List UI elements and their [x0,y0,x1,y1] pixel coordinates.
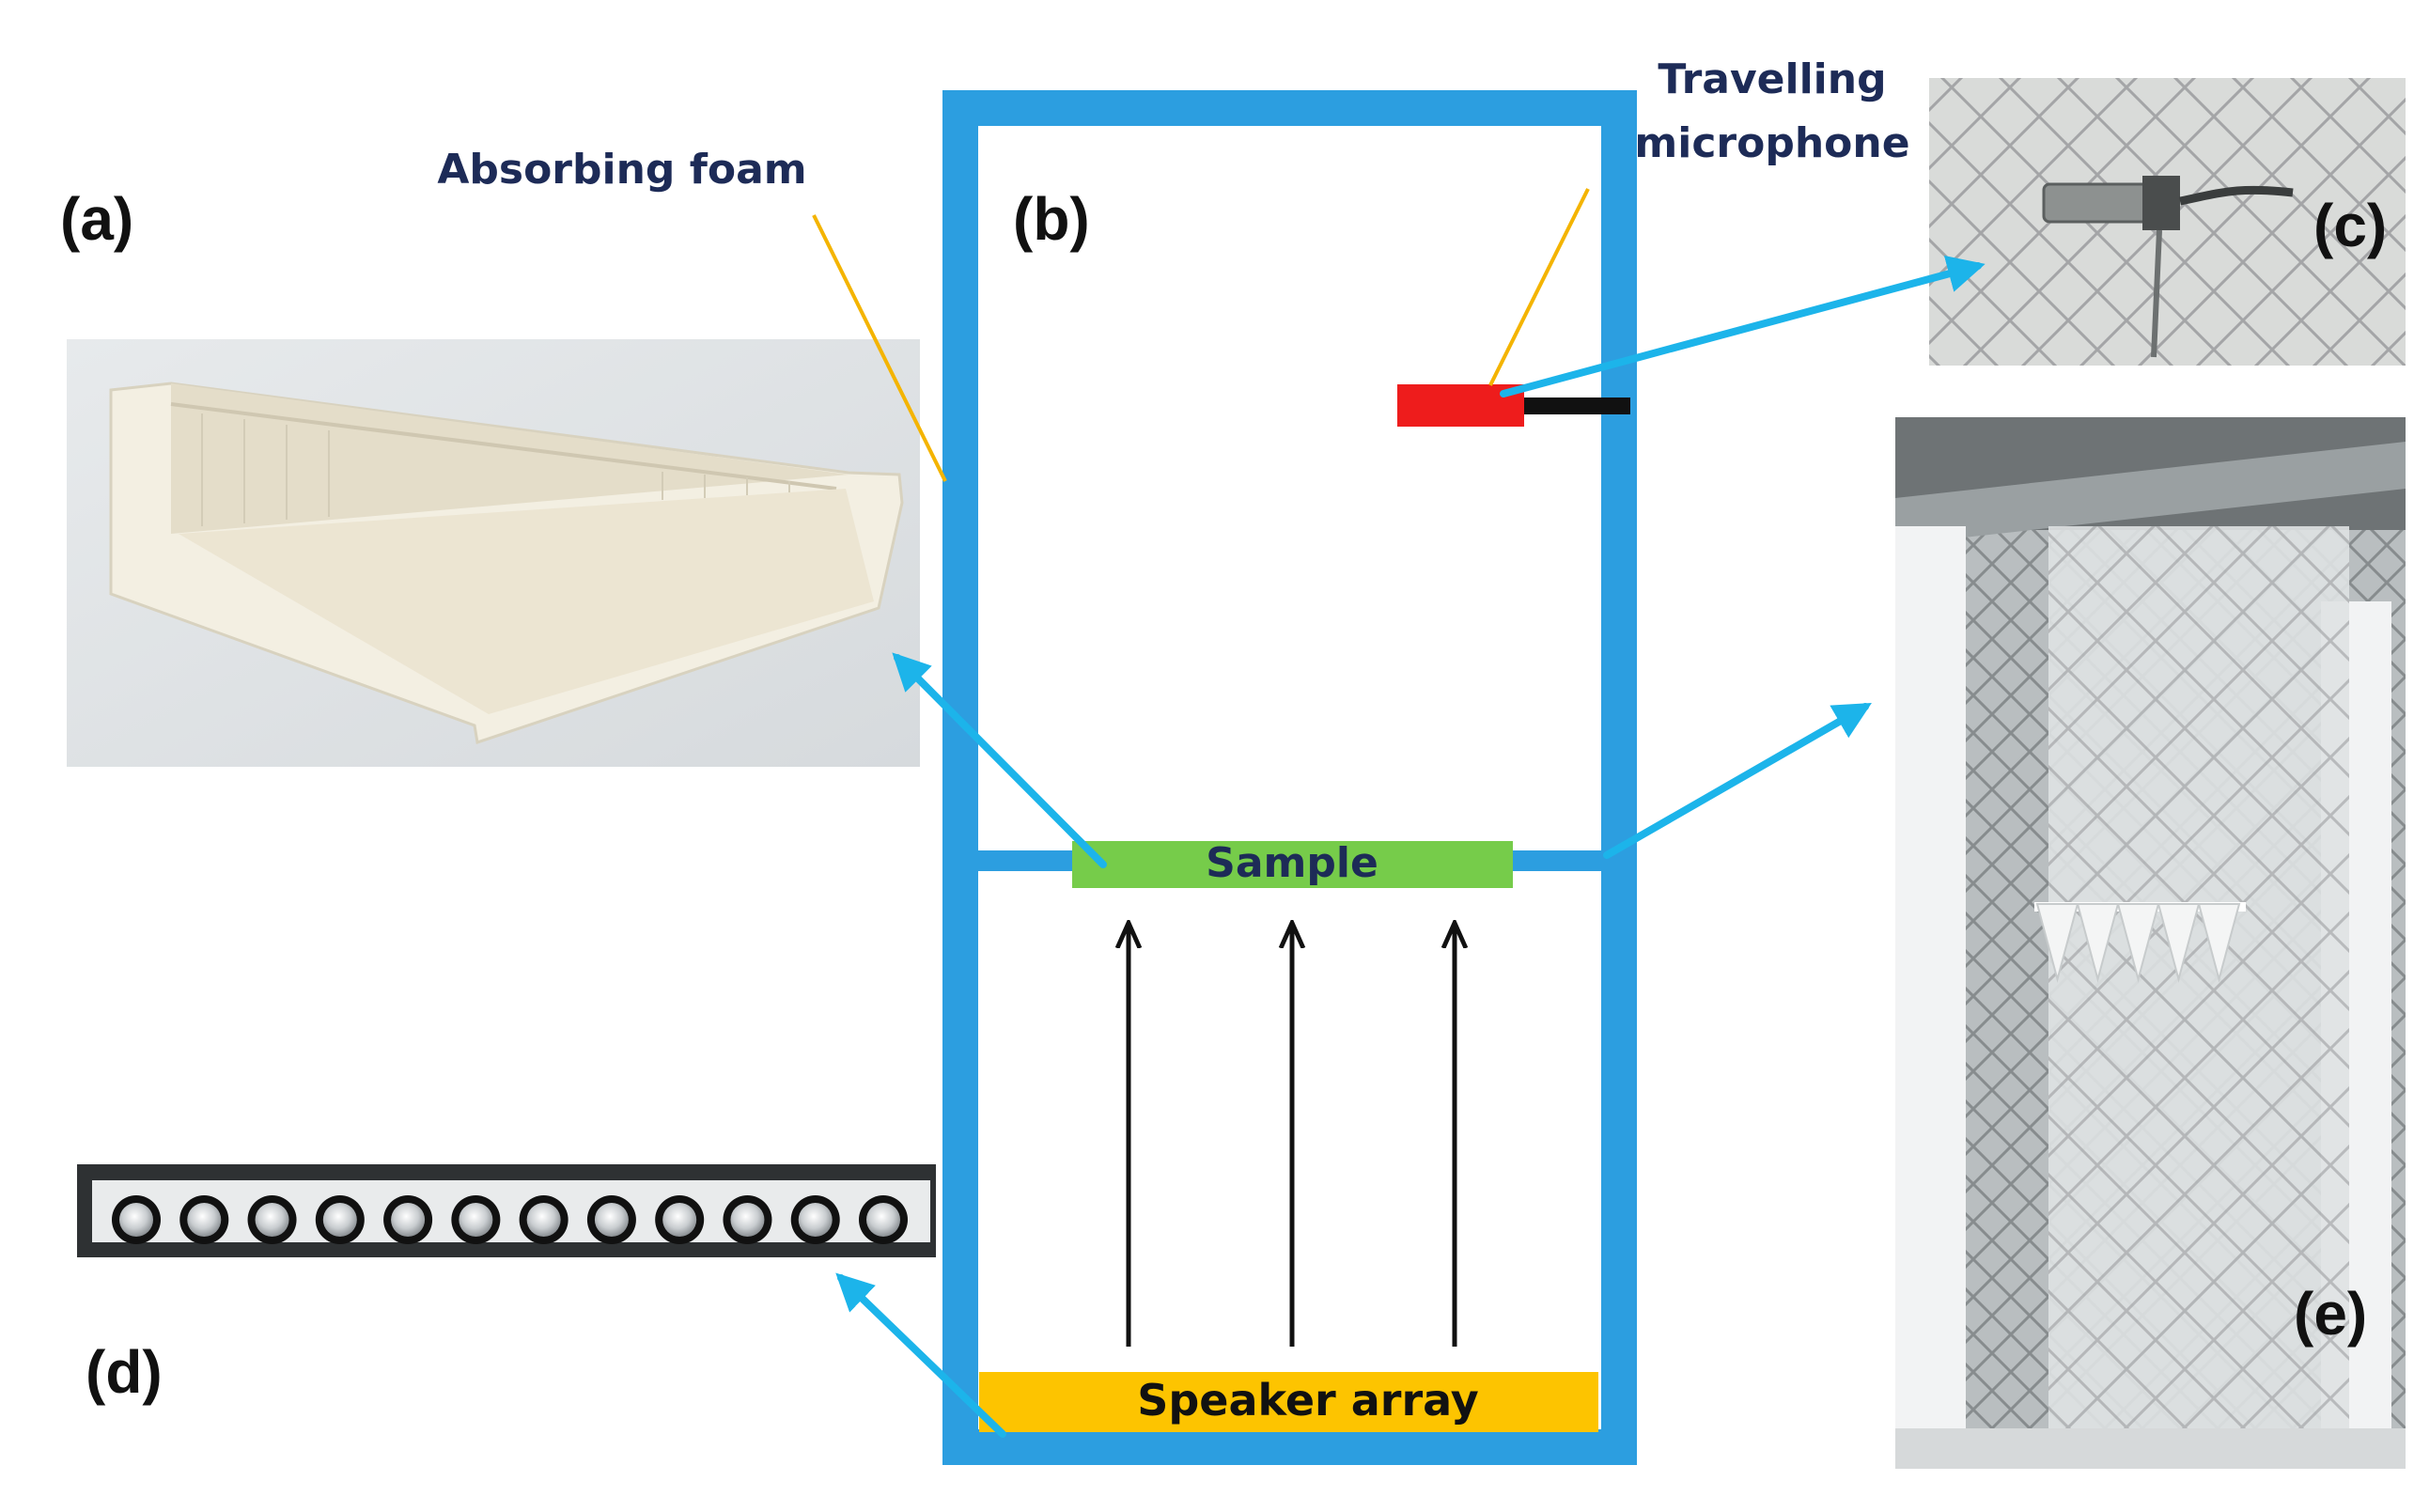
foam-wedge [2035,903,2079,983]
sound-wave-arrows [1129,926,1455,1347]
panel-label-b: (b) [1013,185,1090,253]
arrow-to-panel-d [835,1272,1006,1438]
speaker-elements [112,1195,908,1244]
sample-block [1072,841,1513,888]
foam-wedge [2157,903,2201,983]
panel-label-a: (a) [60,185,133,253]
speaker-cone [662,1203,697,1237]
speaker-cone [866,1203,900,1237]
arrow-to-panel-a [892,652,1107,868]
speaker-cone [798,1203,833,1237]
foam-wedges [2035,903,2241,983]
arrow-to-panel-e [1603,703,1872,859]
absorbing-foam-label: Absorbing foam [437,146,806,194]
photo-c-microphone [1929,78,2406,366]
speaker-cone [119,1203,153,1237]
photo-d-speaker-array [77,1164,936,1257]
speaker-cone [322,1203,357,1237]
travelling-microphone-label-line1: Travelling [1658,55,1886,103]
speaker-array-label: Speaker array [1137,1375,1479,1426]
foam-leader-line [812,214,947,482]
travelling-microphone-label-line2: microphone [1634,119,1909,167]
foam-wedge [2076,903,2120,983]
panel-label-d: (d) [86,1338,163,1406]
arrow-to-panel-c [1500,256,1986,397]
speaker-cone [459,1203,493,1237]
microphone-leader-line [1488,188,1590,386]
speaker-array-block [979,1372,1598,1432]
speaker-cone [730,1203,765,1237]
speaker-cone [255,1203,289,1237]
foam-wedge [2197,903,2241,983]
speaker-cone [526,1203,561,1237]
microphone-rod [1524,397,1630,414]
tube-schematic: Sample Speaker array [942,90,1637,1465]
photo-a-foam-wedge [67,339,920,767]
speaker-cone [594,1203,629,1237]
sample-label: Sample [1206,839,1378,887]
speaker-cone [391,1203,426,1237]
panel-label-c: (c) [2313,192,2387,259]
panel-label-e: (e) [2294,1280,2367,1348]
speaker-cone [187,1203,222,1237]
photo-e-impedance-tube [1895,417,2406,1469]
tube-frame [942,90,1637,1465]
foam-wedge [2116,903,2160,983]
